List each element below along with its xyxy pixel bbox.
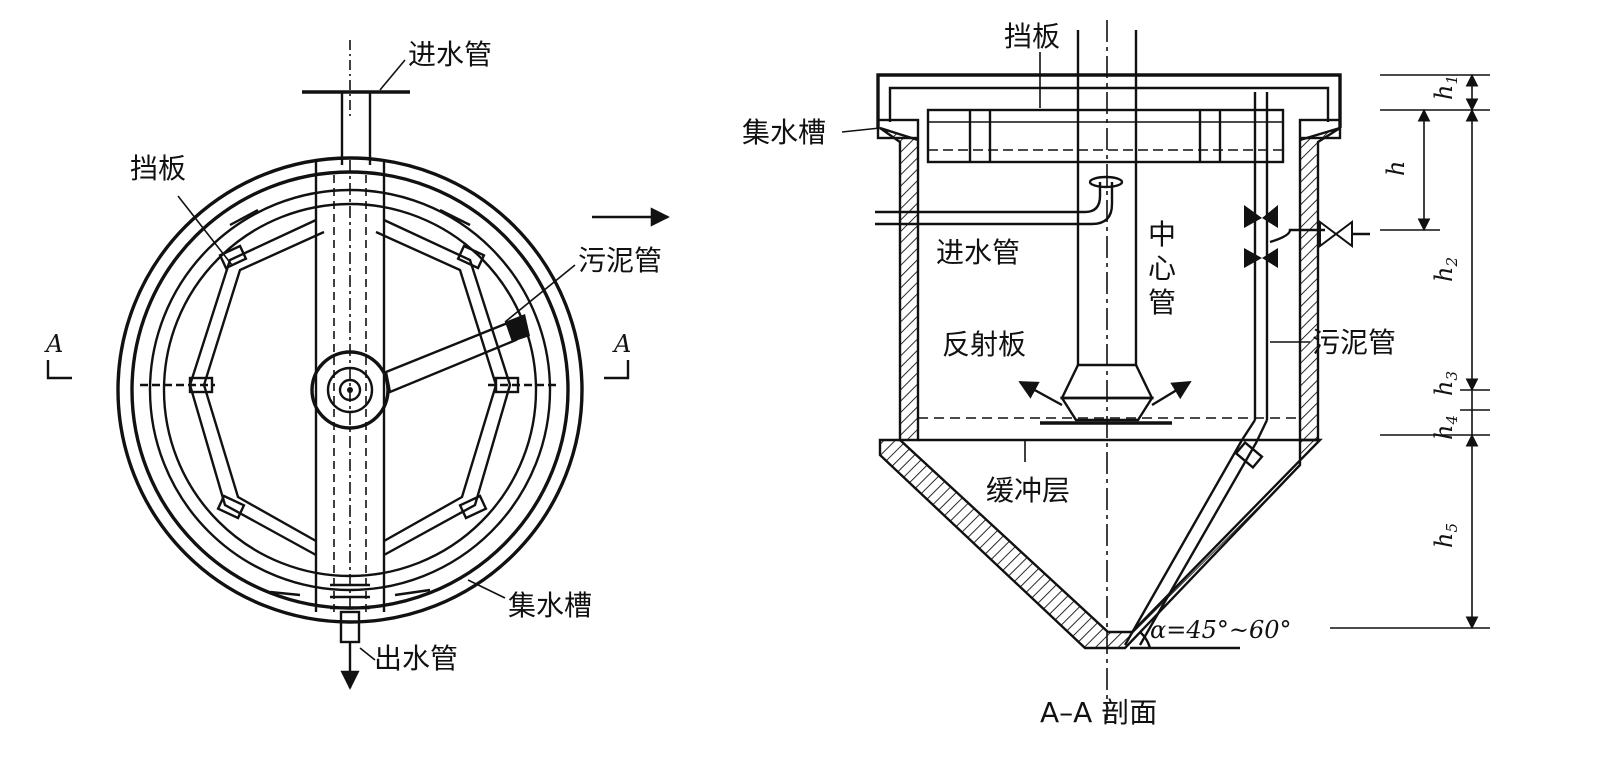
plan-leaders (177, 59, 576, 661)
dim-h: h (1382, 161, 1410, 176)
dim-h4: h4 (1430, 415, 1461, 440)
sludge-valves (1244, 205, 1370, 268)
dim-h5: h5 (1430, 523, 1461, 548)
reflector-plate-label: 反射板 (942, 328, 1026, 361)
section-inlet-pipe-label: 进水管 (936, 236, 1020, 269)
right-wall (1298, 126, 1341, 442)
section-caption: A–A 剖面 (1040, 696, 1157, 729)
section-baffle-label: 挡板 (1004, 20, 1060, 53)
plan-view: 进水管 挡板 污泥管 集水槽 出水管 A A (44, 38, 670, 690)
section-leaders (841, 52, 1310, 462)
section-view: 挡板 集水槽 进水管 中 心 管 反射板 污泥管 缓冲层 α=45°~60° A… (742, 20, 1490, 729)
collection-channel (926, 108, 1285, 164)
plan-outlet-pipe-label: 出水管 (374, 642, 458, 675)
dim-h3: h3 (1430, 371, 1461, 396)
center-pipe-label-2: 心 (1148, 252, 1176, 285)
buffer-layer-label: 缓冲层 (986, 474, 1070, 507)
section-collection-trough-label: 集水槽 (742, 116, 826, 149)
section-inlet-pipe (875, 182, 1102, 214)
plan-baffle-label: 挡板 (130, 152, 186, 185)
angle-label: α=45°~60° (1150, 616, 1292, 644)
center-pipe-plan (310, 350, 390, 430)
dim-h1: h1 (1430, 75, 1461, 100)
dim-h2: h2 (1430, 257, 1461, 282)
section-mark-left: A (44, 330, 63, 358)
tank-outer-wall (116, 156, 584, 624)
center-pipe-label-1: 中 (1148, 218, 1176, 251)
center-pipe-label-3: 管 (1148, 286, 1176, 319)
plan-sludge-pipe-label: 污泥管 (578, 244, 662, 277)
plan-collection-trough-label: 集水槽 (508, 589, 592, 622)
section-sludge-pipe-label: 污泥管 (1312, 326, 1396, 359)
dimension-lines (1330, 73, 1490, 630)
outlet-pipe (339, 610, 361, 644)
left-wall (879, 126, 920, 442)
reflector-plate (1059, 396, 1155, 422)
baffle-supports (140, 244, 560, 520)
plan-inlet-pipe-label: 进水管 (408, 38, 492, 71)
tank-top-rim (876, 73, 1342, 128)
section-mark-right: A (612, 330, 631, 358)
trough-marks (229, 208, 471, 610)
